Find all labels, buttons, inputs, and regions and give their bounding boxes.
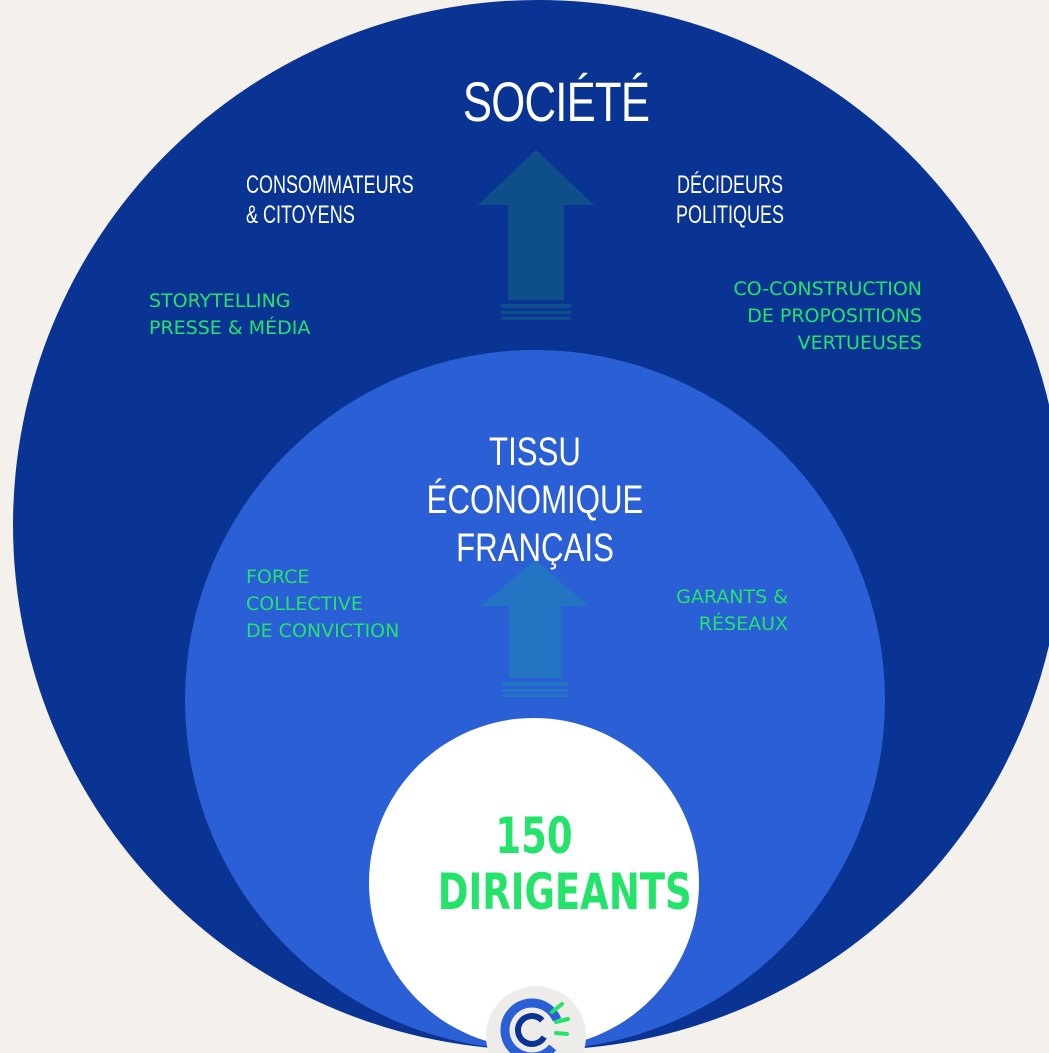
arrow-up-icon <box>478 150 594 320</box>
economy-title: TISSU ÉCONOMIQUE FRANÇAIS <box>426 430 644 570</box>
co-construction-lever: CO-CONSTRUCTION DE PROPOSITIONS VERTUEUS… <box>733 278 922 354</box>
logo-mark <box>500 998 570 1053</box>
storytelling-lever: STORYTELLING PRESSE & MÉDIA <box>149 290 311 339</box>
society-title: SOCIÉTÉ <box>462 70 650 133</box>
consumers-citizens-label: CONSOMMATEURS & CITOYENS <box>246 171 414 229</box>
logo-icon <box>486 986 586 1053</box>
collective-force-lever: FORCE COLLECTIVE DE CONVICTION <box>246 566 400 642</box>
arrow-up-icon <box>481 560 589 697</box>
leaders-count: 150 DIRIGEANTS <box>437 807 692 921</box>
policy-makers-label: DÉCIDEURS POLITIQUES <box>675 171 785 229</box>
guarantors-networks-lever: GARANTS & RÉSEAUX <box>676 586 788 635</box>
